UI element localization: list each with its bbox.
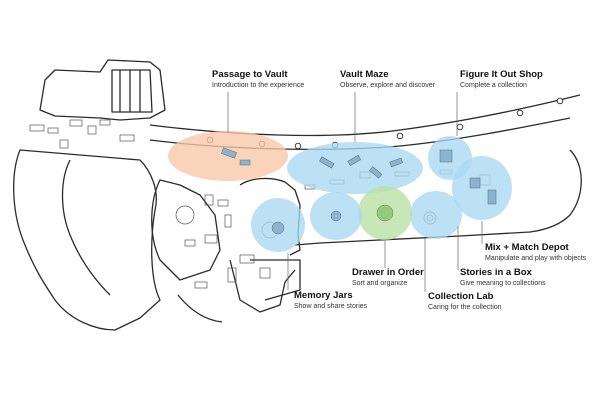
zone-description: Sort and organize [352,279,408,287]
zone-title: Mix + Match Depot [485,242,569,253]
zone-title: Passage to Vault [212,69,288,80]
label-figure-it-out-shop: Figure It Out Shop Complete a collection [460,69,543,90]
zone-title: Collection Lab [428,291,494,302]
zone-description: Give meaning to collections [460,279,546,287]
label-drawer-in-order: Drawer in Order Sort and organize [352,267,424,288]
zone-title: Vault Maze [340,69,389,80]
zone-title: Figure It Out Shop [460,69,543,80]
label-stories-in-a-box: Stories in a Box Give meaning to collect… [460,267,546,288]
zone-title: Memory Jars [294,290,353,301]
zone-description: Complete a collection [460,81,527,89]
label-mix-match-depot: Mix + Match Depot Manipulate and play wi… [485,242,587,263]
zone-description: Observe, explore and discover [340,81,435,89]
label-passage-to-vault: Passage to Vault Introduction to the exp… [212,69,305,90]
zone-fixtures [221,147,497,235]
zone-description: Caring for the collection [428,303,502,311]
leader-lines [227,92,483,292]
zone-title: Drawer in Order [352,267,424,278]
zone-vault-maze [287,142,423,194]
zone-mix-match-depot [452,156,512,220]
label-collection-lab: Collection Lab Caring for the collection [428,291,502,312]
label-vault-maze: Vault Maze Observe, explore and discover [340,69,435,90]
zones [168,131,512,252]
label-memory-jars: Memory Jars Show and share stories [294,290,368,311]
zone-description: Show and share stories [294,302,368,310]
zone-stories-in-a-box [410,191,462,239]
zone-title: Stories in a Box [460,267,532,278]
zone-description: Manipulate and play with objects [485,254,587,262]
zone-description: Introduction to the experience [212,81,305,89]
